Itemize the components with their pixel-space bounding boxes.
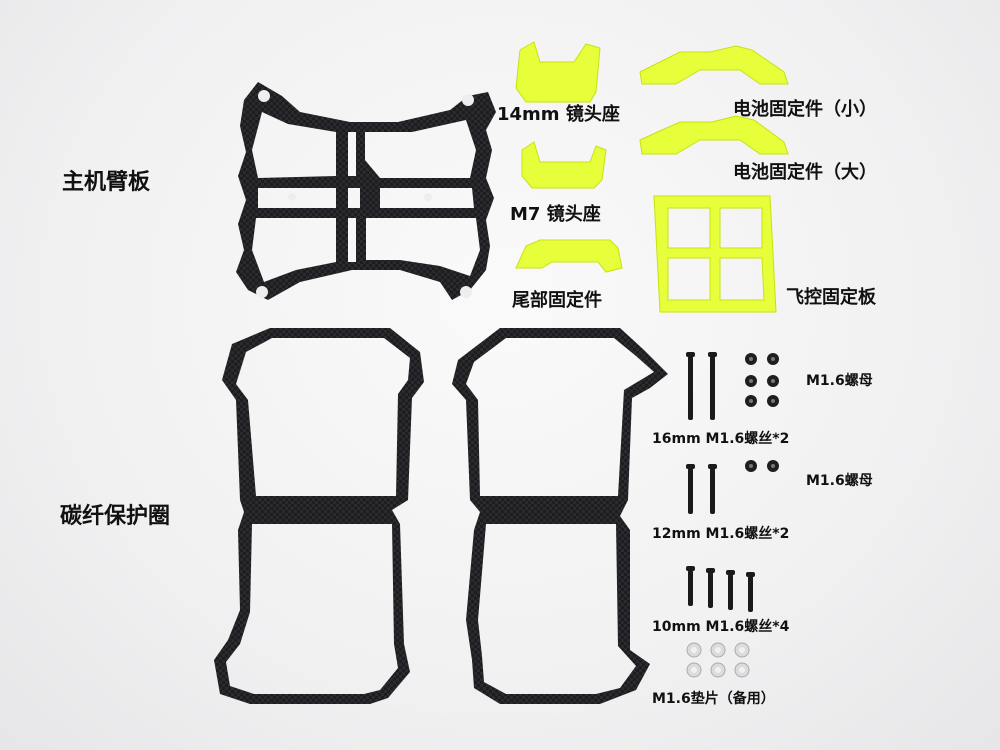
screws-12mm bbox=[686, 464, 717, 514]
carbon-guard-left bbox=[214, 328, 424, 704]
nut-label-1: M1.6螺母 bbox=[806, 373, 873, 389]
screw-12mm-label: 12mm M1.6螺丝*2 bbox=[652, 526, 790, 542]
fc-mount-plate-label: 飞控固定板 bbox=[786, 287, 876, 308]
fc-mount-plate bbox=[653, 195, 777, 313]
nuts-group-1 bbox=[745, 353, 779, 407]
main-arm-plate bbox=[236, 82, 496, 300]
washers bbox=[686, 642, 750, 678]
nuts-group-2 bbox=[745, 460, 779, 472]
battery-mount-small bbox=[639, 45, 789, 85]
tail-mount bbox=[515, 239, 623, 273]
screws-10mm bbox=[686, 566, 755, 612]
lens-mount-m7-label: M7 镜头座 bbox=[510, 204, 601, 225]
main-arm-plate-label: 主机臂板 bbox=[62, 170, 151, 195]
screw-10mm-label: 10mm M1.6螺丝*4 bbox=[652, 619, 790, 635]
tail-mount-label: 尾部固定件 bbox=[512, 290, 602, 311]
lens-mount-14mm bbox=[515, 41, 601, 103]
washer-label: M1.6垫片（备用） bbox=[652, 691, 775, 707]
battery-mount-small-label: 电池固定件（小） bbox=[733, 99, 877, 120]
lens-mount-14mm-label: 14mm 镜头座 bbox=[497, 104, 620, 125]
carbon-guard-right bbox=[452, 328, 668, 704]
battery-mount-large bbox=[639, 115, 789, 155]
battery-mount-large-label: 电池固定件（大） bbox=[733, 162, 877, 183]
screws-16mm bbox=[686, 352, 717, 420]
lens-mount-m7 bbox=[521, 141, 607, 189]
nut-label-2: M1.6螺母 bbox=[806, 473, 873, 489]
carbon-guard-label: 碳纤保护圈 bbox=[60, 504, 171, 529]
screw-16mm-label: 16mm M1.6螺丝*2 bbox=[652, 431, 790, 447]
